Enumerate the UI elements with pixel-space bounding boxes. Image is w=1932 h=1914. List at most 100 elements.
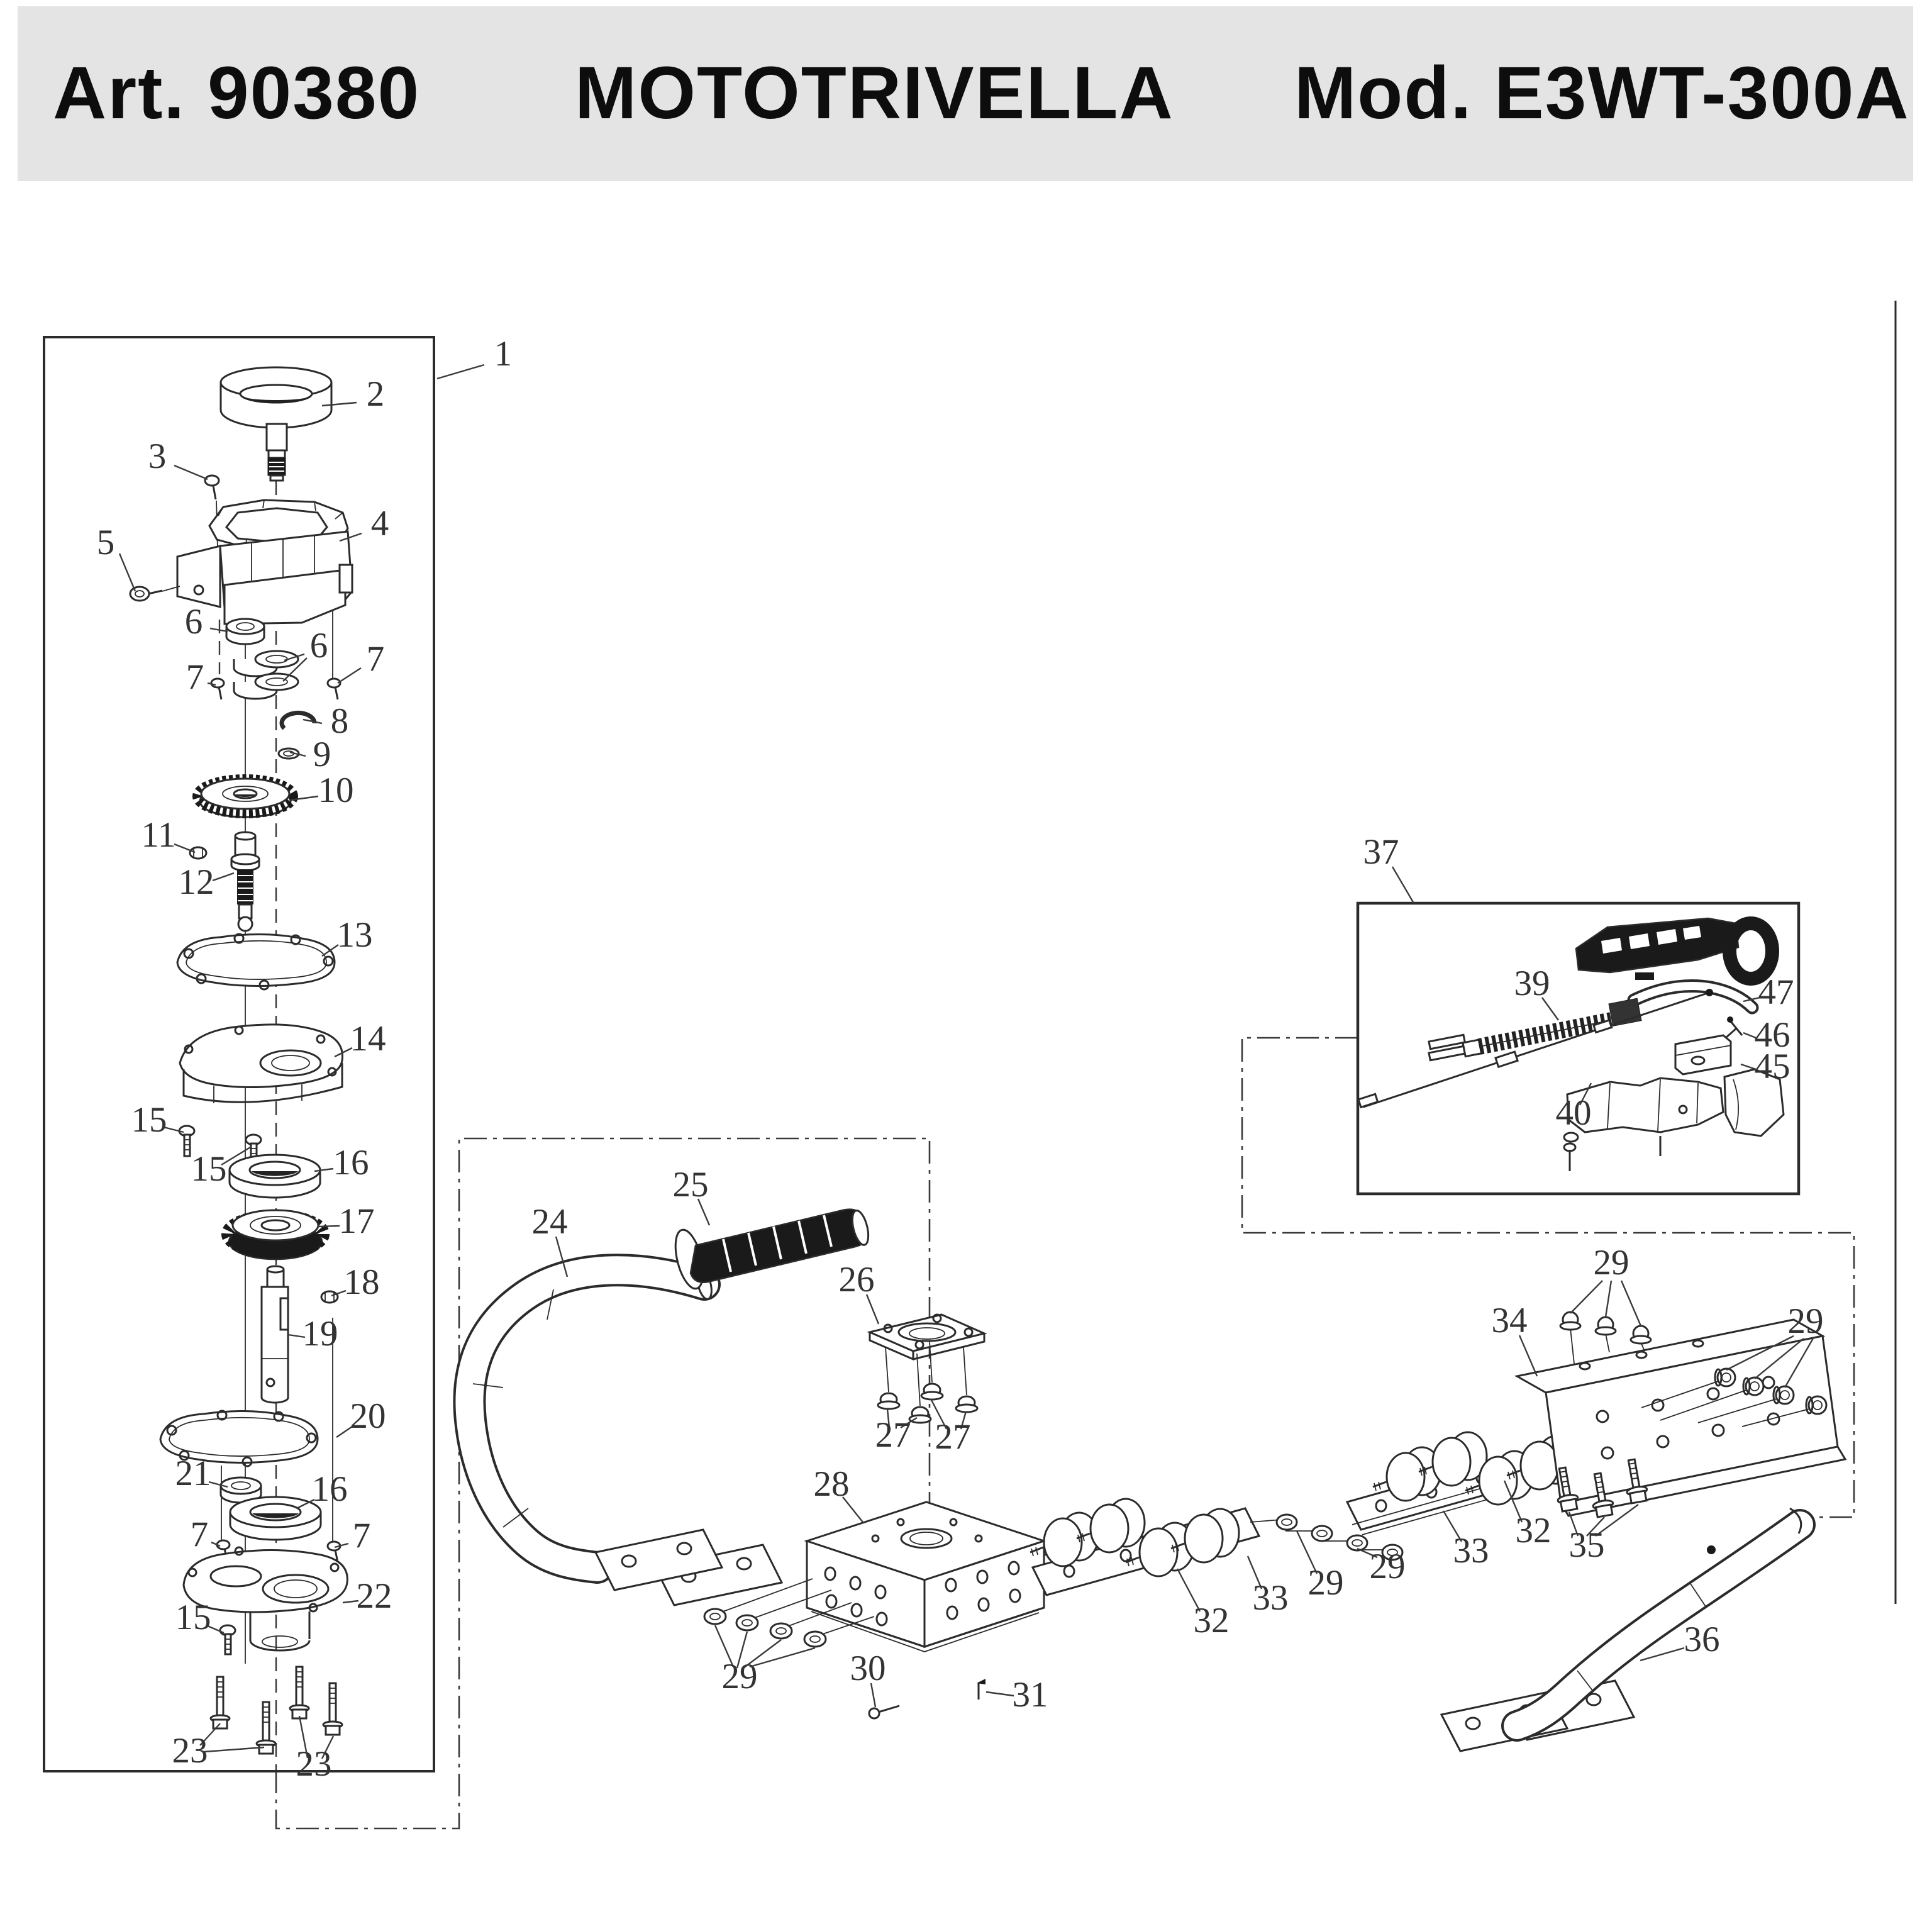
part-gasket-13 (176, 933, 336, 991)
callout-46: 46 (1755, 1015, 1790, 1055)
callout-7c: 7 (191, 1515, 209, 1554)
callout-16b: 16 (312, 1469, 348, 1509)
callout-7d: 7 (353, 1516, 371, 1555)
part-throttle-spring-39 (1428, 998, 1642, 1062)
callout-28: 28 (814, 1464, 850, 1504)
part-cable-bracket-45 (1674, 1027, 1738, 1076)
callout-33a: 33 (1253, 1578, 1289, 1618)
callout-30: 30 (850, 1649, 886, 1688)
part-right-handlebar (1440, 1507, 1816, 1752)
part-gear-10 (192, 774, 298, 818)
part-bearing-6c (233, 672, 299, 700)
callout-29a: 29 (722, 1657, 758, 1696)
title-bar: Art. 90380 MOTOTRIVELLA Mod. E3WT-300A (18, 6, 1913, 181)
part-gasket-20 (159, 1410, 319, 1467)
leader-lines (118, 364, 1815, 1759)
gearbox-assembly-box (43, 336, 435, 1772)
part-handle-grip (674, 1208, 870, 1290)
part-flange-plate (867, 1313, 987, 1361)
part-throttle-lever-47 (1627, 979, 1759, 1015)
callout-2: 2 (367, 374, 385, 414)
callout-18: 18 (344, 1262, 380, 1302)
part-screw-15c (219, 1624, 236, 1655)
callout-14: 14 (350, 1019, 386, 1059)
article-number: Art. 90380 (53, 52, 421, 135)
part-throttle-lower-housing (1563, 1068, 1785, 1171)
part-nuts-29-right (1641, 1367, 1828, 1427)
callout-10: 10 (318, 771, 354, 810)
callout-3: 3 (148, 437, 167, 476)
callout-29c: 29 (1370, 1547, 1406, 1586)
callout-36: 36 (1684, 1620, 1720, 1659)
callout-6b: 6 (310, 626, 328, 665)
callout-15b: 15 (191, 1149, 227, 1189)
part-gearbox-upper-housing (179, 1023, 343, 1103)
callout-19: 19 (303, 1314, 338, 1354)
callout-23a: 23 (172, 1731, 208, 1771)
callout-16a: 16 (333, 1143, 369, 1182)
part-screw-7a (210, 677, 225, 700)
callout-27a: 27 (875, 1415, 911, 1455)
callout-9: 9 (313, 735, 331, 774)
callout-20: 20 (350, 1396, 386, 1436)
part-flange-bolts-27 (877, 1340, 979, 1424)
part-collar-6 (225, 618, 265, 645)
part-dampers-32-lower (1030, 1498, 1240, 1577)
callout-29d: 29 (1594, 1243, 1629, 1282)
part-bearing-16b (229, 1496, 322, 1541)
callout-22: 22 (357, 1576, 392, 1616)
callout-32a: 32 (1194, 1601, 1230, 1640)
callout-7b: 7 (367, 639, 385, 679)
part-clutch-drum (219, 366, 333, 482)
callout-23b: 23 (296, 1744, 332, 1784)
callout-29e: 29 (1788, 1301, 1824, 1341)
part-pin-46 (1727, 1016, 1743, 1036)
part-throttle-upper-housing (1575, 916, 1779, 986)
callout-6a: 6 (185, 602, 203, 642)
construction-lines (218, 301, 1897, 1830)
part-nut-18 (320, 1290, 339, 1304)
part-nuts-29-middle (1250, 1513, 1404, 1561)
callout-7a: 7 (186, 657, 204, 697)
callout-31: 31 (1013, 1675, 1048, 1715)
callout-12: 12 (179, 862, 214, 902)
callout-40: 40 (1556, 1093, 1592, 1133)
part-bolt-5 (129, 586, 180, 602)
callout-26: 26 (839, 1260, 875, 1299)
part-nuts-29-left (703, 1578, 875, 1648)
part-nut-11 (189, 846, 208, 860)
part-throttle-cable-40 (1357, 989, 1713, 1109)
model-number: Mod. E3WT-300A (1294, 52, 1910, 135)
callout-17: 17 (339, 1201, 375, 1241)
part-screw-7b (326, 677, 341, 700)
part-output-shaft-19 (260, 1265, 289, 1404)
callout-24: 24 (532, 1202, 568, 1242)
part-pin-31 (977, 1679, 985, 1700)
part-pinion-shaft-12 (230, 831, 260, 932)
callout-4: 4 (371, 504, 389, 543)
part-screw-15b (245, 1133, 262, 1166)
callout-15a: 15 (131, 1100, 167, 1140)
callout-33b: 33 (1453, 1531, 1489, 1571)
part-screw-15a (178, 1125, 196, 1157)
callout-34: 34 (1492, 1301, 1528, 1340)
part-washer-9 (277, 747, 300, 760)
part-dampers-32-upper (1352, 1431, 1576, 1535)
callout-1: 1 (494, 334, 513, 374)
callout-32b: 32 (1516, 1511, 1552, 1550)
part-gearbox-lower-housing (182, 1546, 348, 1652)
callout-labels: 1 2 3 4 5 6 6 7 7 8 9 10 11 12 13 14 15 … (97, 334, 1824, 1784)
callout-37: 37 (1363, 832, 1399, 872)
part-capnuts-29-top (1559, 1311, 1652, 1364)
callout-5: 5 (97, 523, 115, 562)
part-bracket-34 (1514, 1318, 1847, 1517)
part-screw-30 (868, 1705, 900, 1720)
part-bearing-6b (233, 650, 299, 677)
callout-21: 21 (175, 1454, 211, 1493)
callout-8: 8 (331, 701, 349, 741)
callout-35: 35 (1569, 1525, 1605, 1565)
part-motor-housing (176, 499, 353, 625)
part-mount-block (804, 1501, 1047, 1652)
throttle-assembly-box (1356, 901, 1801, 1196)
